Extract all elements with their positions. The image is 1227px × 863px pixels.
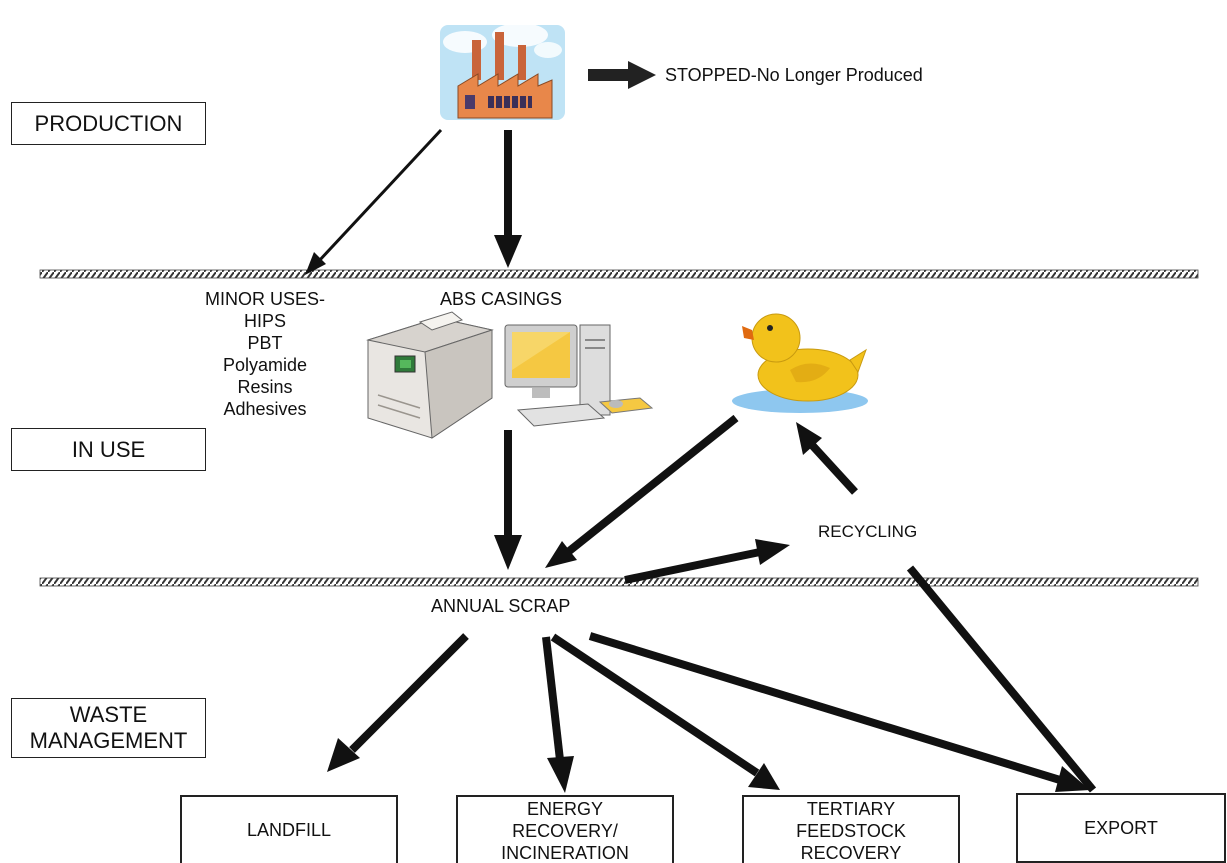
factory-icon <box>440 23 565 120</box>
destination-landfill: LANDFILL <box>180 795 398 863</box>
annual-scrap-label: ANNUAL SCRAP <box>431 596 571 616</box>
flow-arrows <box>305 128 1097 793</box>
minor-uses-label: MINOR USES- HIPS PBT Polyamide Resins Ad… <box>204 289 325 419</box>
recycling-label: RECYCLING <box>818 522 918 541</box>
arrow-scrap-to-tertiary <box>550 633 760 777</box>
stopped-label: STOPPED-No Longer Produced <box>665 65 923 85</box>
divider-production-in-use <box>39 269 1199 279</box>
arrow-scrap-to-energy <box>542 636 564 761</box>
arrow-factory-to-minor-uses <box>316 128 443 264</box>
arrow-duck-to-scrap <box>565 414 739 556</box>
arrow-recycling-to-duck <box>809 442 858 495</box>
arrow-scrap-to-export <box>588 632 1062 784</box>
stage-in-use: IN USE <box>11 428 206 471</box>
destination-export: EXPORT <box>1016 793 1226 863</box>
arrow-scrap-to-recycling <box>624 548 761 584</box>
destination-energy-recovery: ENERGY RECOVERY/ INCINERATION <box>456 795 674 863</box>
printer-icon <box>366 311 494 439</box>
rubber-duck-icon <box>732 313 868 413</box>
arrow-recycling-to-export <box>906 565 1097 793</box>
stopped-arrow <box>588 61 656 89</box>
stage-production: PRODUCTION <box>11 102 206 145</box>
divider-in-use-waste <box>39 577 1199 587</box>
stage-waste-management: WASTE MANAGEMENT <box>11 698 206 758</box>
destination-tertiary-feedstock: TERTIARY FEEDSTOCK RECOVERY <box>742 795 960 863</box>
computer-icon <box>504 324 654 427</box>
arrow-scrap-to-landfill <box>349 633 469 753</box>
abs-casings-label: ABS CASINGS <box>440 289 563 309</box>
